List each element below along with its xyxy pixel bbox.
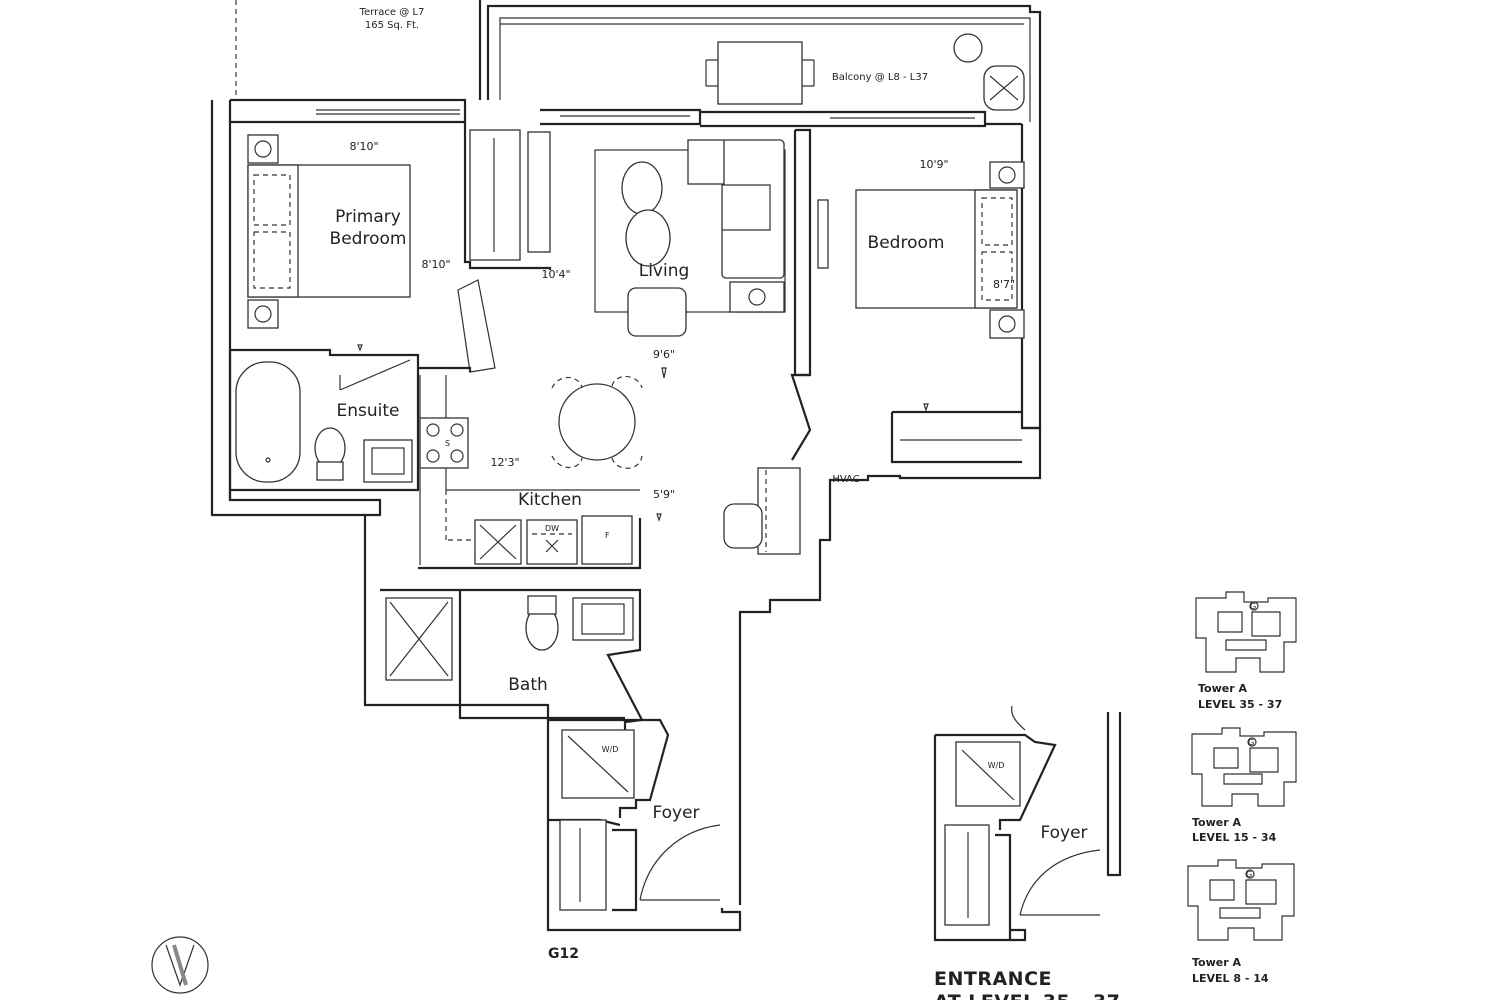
tv-unit (527, 131, 551, 253)
desk-area (723, 467, 801, 555)
entrance-title-2: AT LEVEL 35 - 37 (934, 991, 1120, 1000)
foyer-label: Foyer (652, 803, 699, 823)
key-plan-2-tower: Tower A (1192, 816, 1241, 829)
coffee-table-2 (625, 209, 671, 267)
stove-label: S (445, 439, 450, 448)
foyer: W/D Foyer (548, 718, 721, 912)
key-plan-1-marker: G (1250, 602, 1256, 611)
washer-dryer-label: W/D (602, 745, 619, 754)
living-room: Living 10'4" 9'6" (541, 139, 786, 379)
sofa-arm (687, 139, 725, 185)
key-plan-3-marker: G (1246, 870, 1252, 879)
key-plan-1: G Tower A LEVEL 35 - 37 (1195, 591, 1297, 711)
foyer-closet (559, 819, 607, 911)
bedroom-two: Bedroom 10'9" 8'7" HVAC (790, 128, 1025, 485)
fridge-label: F (605, 531, 610, 540)
key-plan-1-tower: Tower A (1198, 682, 1247, 695)
kitchen-width: 12'3" (490, 456, 519, 469)
primary-bedroom-label-2: Bedroom (330, 229, 407, 249)
dishwasher (526, 519, 578, 565)
armchair (627, 287, 687, 337)
kitchen-depth: 5'9" (653, 488, 675, 501)
north-logo-icon (151, 936, 209, 994)
terrace-area-label: 165 Sq. Ft. (365, 20, 419, 31)
balcony-table (717, 41, 803, 105)
living-label: Living (639, 261, 690, 281)
living-side-table (729, 281, 785, 313)
kitchen-label: Kitchen (518, 490, 582, 510)
primary-bedroom-width: 8'10" (349, 140, 378, 153)
bath-vanity (572, 597, 634, 641)
desk-chair (723, 503, 763, 549)
primary-nightstand-top (247, 134, 279, 164)
hvac-label: HVAC (832, 474, 859, 485)
desk (757, 467, 801, 555)
key-plan-2-marker: G (1248, 738, 1254, 747)
dishwasher-label: DW (545, 524, 559, 533)
bedroom-dresser (817, 199, 829, 269)
entrance-foyer-label: Foyer (1040, 823, 1087, 843)
bedroom-nightstand-top (989, 161, 1025, 189)
unit-name: G12 (548, 946, 579, 962)
key-plan-1-level: LEVEL 35 - 37 (1198, 698, 1282, 711)
entrance-washer-dryer-label: W/D (988, 761, 1005, 770)
bedroom-nightstand-bottom (989, 309, 1025, 339)
bath-toilet-tank (527, 595, 557, 615)
ensuite-toilet-tank (316, 461, 344, 481)
entrance-closet (944, 824, 990, 926)
terrace-area: Terrace @ L7 165 Sq. Ft. (235, 0, 482, 100)
living-depth: 9'6" (653, 348, 675, 361)
primary-closet (457, 129, 552, 373)
bathtub (235, 361, 301, 483)
dining-area (551, 375, 643, 469)
bath-label: Bath (508, 675, 548, 695)
sofa (721, 139, 785, 279)
bedroom-label: Bedroom (868, 233, 945, 253)
key-plan-3: G Tower A LEVEL 8 - 14 (1187, 859, 1295, 985)
coffee-table-1 (621, 161, 663, 215)
kitchen: S DW F Kitchen 12'3" 5'9" (418, 366, 675, 570)
entrance-title-1: ENTRANCE (934, 968, 1052, 990)
entrance-inset: W/D Foyer ENTRANCE AT LEVEL 35 - 37 (933, 705, 1122, 1000)
balcony-label: Balcony @ L8 - L37 (832, 72, 928, 83)
closet-primary (469, 129, 521, 261)
key-plan-3-level: LEVEL 8 - 14 (1192, 972, 1269, 985)
fridge (581, 515, 633, 565)
terrace-label: Terrace @ L7 (359, 7, 425, 18)
key-plan-2-level: LEVEL 15 - 34 (1192, 831, 1277, 844)
balcony: Balcony @ L8 - L37 (486, 4, 1042, 122)
primary-bedroom: Primary Bedroom 8'10" 8'10" (230, 126, 520, 368)
ensuite-label: Ensuite (337, 401, 400, 421)
living-width: 10'4" (541, 268, 570, 281)
exterior-walls (210, 98, 1042, 932)
bedroom-depth: 8'7" (993, 278, 1015, 291)
bath: Bath (380, 588, 644, 730)
ensuite-vanity (363, 439, 413, 483)
bedroom-width: 10'9" (919, 158, 948, 171)
primary-bedroom-label-1: Primary (335, 207, 401, 227)
primary-nightstand-bottom (247, 299, 279, 329)
balcony-side-table (953, 33, 983, 63)
dining-table (558, 383, 636, 461)
key-plan-2: G Tower A LEVEL 15 - 34 (1191, 727, 1297, 844)
ensuite: Ensuite (228, 350, 420, 500)
primary-bedroom-depth: 8'10" (421, 258, 450, 271)
key-plan-3-tower: Tower A (1192, 956, 1241, 969)
